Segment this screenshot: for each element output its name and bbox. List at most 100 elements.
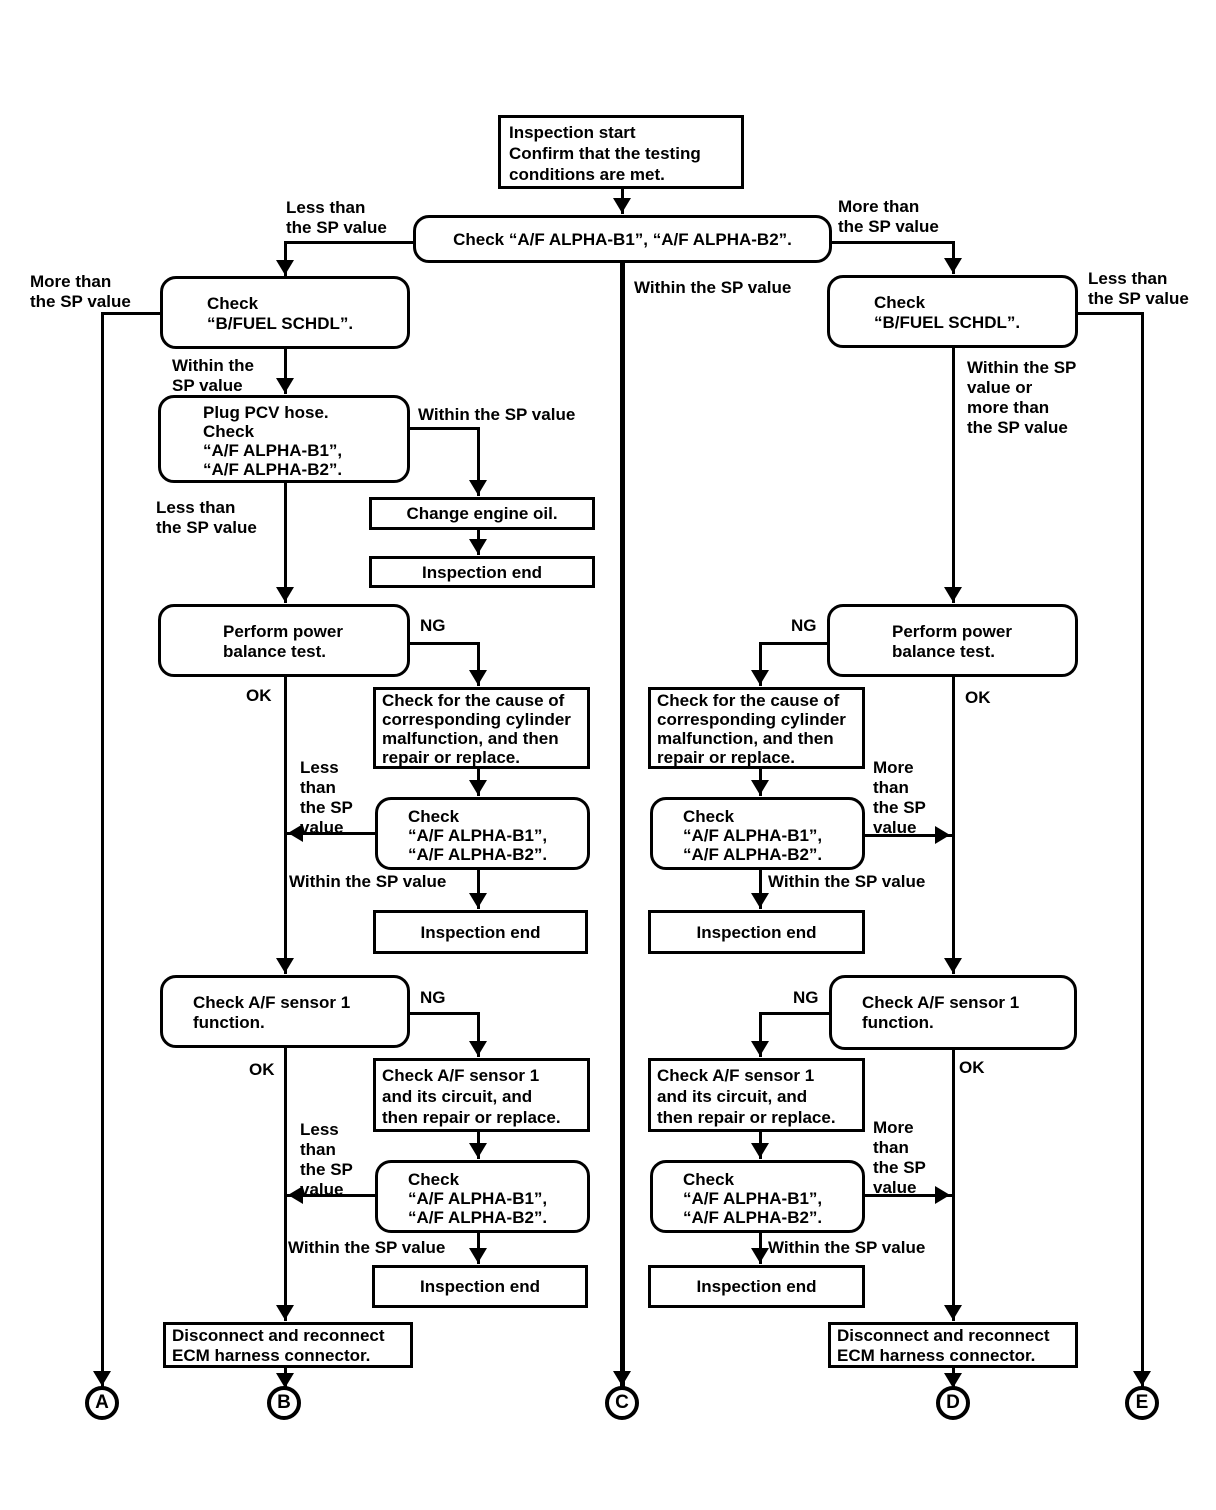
flow-line bbox=[476, 1011, 480, 1057]
node-text-line: Inspection end bbox=[422, 563, 542, 582]
arrowhead bbox=[469, 480, 487, 495]
node-change-engine-oil: Change engine oil. bbox=[369, 497, 595, 530]
connector-b: B bbox=[267, 1386, 301, 1420]
edge-label-line: OK bbox=[959, 1058, 985, 1077]
edge-label-ok-left-2: OK bbox=[249, 1060, 275, 1080]
arrowhead bbox=[944, 1373, 962, 1388]
node-text-line: Check for the cause of bbox=[657, 691, 840, 710]
arrowhead bbox=[751, 780, 769, 795]
flow-line bbox=[758, 1231, 762, 1264]
node-plug-pcv-hose: Plug PCV hose.Check“A/F ALPHA-B1”,“A/F A… bbox=[158, 395, 410, 483]
connector-c: C bbox=[605, 1386, 639, 1420]
arrowhead bbox=[288, 1186, 303, 1204]
edge-label-within-sp-center: Within the SP value bbox=[634, 278, 791, 298]
edge-label-ng-left-1: NG bbox=[420, 616, 446, 636]
node-inspection-end-1: Inspection end bbox=[369, 556, 595, 588]
node-text-line: Inspection end bbox=[420, 1277, 540, 1296]
edge-label-line: Less bbox=[300, 758, 339, 777]
arrowhead bbox=[469, 1041, 487, 1056]
arrowhead bbox=[276, 1373, 294, 1388]
node-text-line: “B/FUEL SCHDL”. bbox=[874, 313, 1021, 332]
arrowhead bbox=[613, 1371, 631, 1386]
edge-label-line: the SP bbox=[300, 798, 353, 817]
edge-label-line: than bbox=[300, 1140, 336, 1159]
arrowhead bbox=[469, 1248, 487, 1263]
flow-line bbox=[283, 347, 287, 394]
edge-label-line: Within the SP value bbox=[768, 1238, 926, 1257]
node-text-line: ECM harness connector. bbox=[837, 1346, 1036, 1365]
flow-line bbox=[283, 675, 287, 974]
arrowhead bbox=[751, 1248, 769, 1263]
arrowhead bbox=[751, 893, 769, 908]
edge-label-line: NG bbox=[793, 988, 819, 1007]
arrowhead bbox=[276, 1305, 294, 1320]
node-text-line: and its circuit, and bbox=[657, 1087, 808, 1106]
node-check-bfuel-left: Check“B/FUEL SCHDL”. bbox=[160, 276, 410, 349]
node-text-line: Perform power bbox=[892, 622, 1012, 641]
arrowhead bbox=[276, 260, 294, 275]
edge-label-line: value bbox=[300, 1180, 344, 1199]
flow-line bbox=[286, 1193, 377, 1197]
flow-line bbox=[476, 868, 480, 909]
arrowhead bbox=[276, 958, 294, 973]
arrowhead bbox=[944, 958, 962, 973]
node-text-line: Disconnect and reconnect bbox=[837, 1326, 1050, 1345]
flow-line bbox=[1076, 311, 1144, 315]
node-check-bfuel-right: Check“B/FUEL SCHDL”. bbox=[827, 275, 1078, 348]
node-text-line: Check bbox=[683, 1170, 735, 1189]
flow-line bbox=[408, 1011, 480, 1015]
node-text-line: then repair or replace. bbox=[657, 1108, 836, 1127]
arrowhead bbox=[276, 587, 294, 602]
edge-label-line: value or bbox=[967, 378, 1033, 397]
node-text-line: function. bbox=[862, 1013, 934, 1032]
node-text-line: Change engine oil. bbox=[406, 504, 558, 523]
edge-label-line: More than bbox=[30, 272, 112, 291]
node-text-line: Check “A/F ALPHA-B1”, “A/F ALPHA-B2”. bbox=[453, 230, 792, 249]
edge-label-ng-right-1: NG bbox=[791, 616, 817, 636]
node-text-line: Disconnect and reconnect bbox=[172, 1326, 385, 1345]
arrowhead bbox=[944, 587, 962, 602]
node-text-line: balance test. bbox=[892, 642, 995, 661]
flow-line bbox=[283, 240, 415, 244]
node-text-line: Check A/F sensor 1 bbox=[862, 993, 1020, 1012]
node-text-line: “A/F ALPHA-B2”. bbox=[408, 845, 548, 864]
edge-label-within-sp-pcv: Within the SP value bbox=[418, 405, 575, 425]
edge-label-ng-right-2: NG bbox=[793, 988, 819, 1008]
node-text-line: Check for the cause of bbox=[382, 691, 565, 710]
arrowhead bbox=[93, 1371, 111, 1386]
edge-label-within-sp-low-right: Within the SP value bbox=[768, 1238, 925, 1258]
edge-label-line: OK bbox=[246, 686, 272, 705]
arrowhead bbox=[469, 539, 487, 554]
edge-label-line: Within the SP value bbox=[418, 405, 576, 424]
node-text-line: repair or replace. bbox=[382, 748, 520, 767]
node-text-line: Perform power bbox=[223, 622, 343, 641]
arrowhead bbox=[944, 1305, 962, 1320]
flow-line bbox=[758, 868, 762, 909]
node-text-line: “A/F ALPHA-B2”. bbox=[683, 1208, 823, 1227]
node-text-line: and its circuit, and bbox=[382, 1087, 533, 1106]
flow-line bbox=[951, 1048, 955, 1321]
node-check-alpha-mid-right: Check“A/F ALPHA-B1”,“A/F ALPHA-B2”. bbox=[650, 797, 865, 870]
node-text-line: Inspection end bbox=[696, 1277, 817, 1296]
edge-label-line: the SP value bbox=[156, 518, 257, 537]
edge-label-line: the SP value bbox=[30, 292, 131, 311]
node-text-line: Confirm that the testing bbox=[509, 144, 701, 163]
node-text-line: then repair or replace. bbox=[382, 1108, 561, 1127]
node-text-line: Check A/F sensor 1 bbox=[193, 993, 351, 1012]
flow-line bbox=[283, 240, 287, 276]
node-check-alpha-low-left: Check“A/F ALPHA-B1”,“A/F ALPHA-B2”. bbox=[375, 1160, 590, 1233]
edge-label-line: the SP bbox=[873, 1158, 926, 1177]
node-check-alpha-top: Check “A/F ALPHA-B1”, “A/F ALPHA-B2”. bbox=[413, 215, 832, 263]
edge-label-line: the SP value bbox=[838, 217, 939, 236]
edge-label-line: the SP value bbox=[967, 418, 1068, 437]
